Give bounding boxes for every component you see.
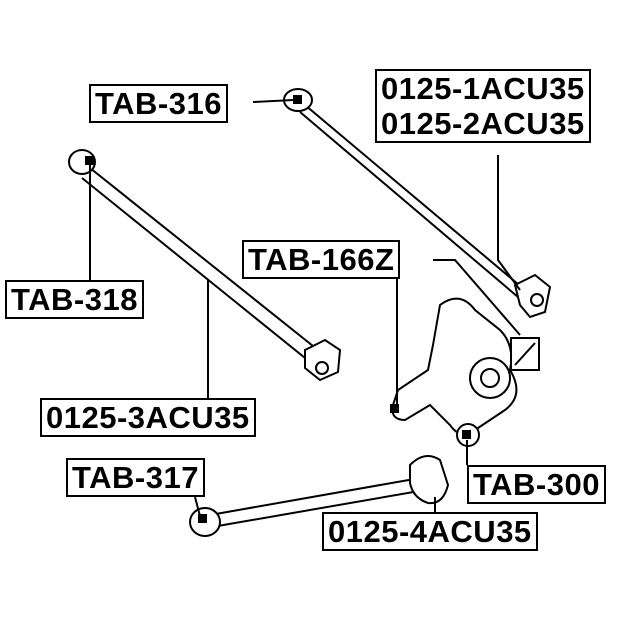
part-label-0125-1acu35: 0125-1ACU35 <box>381 71 585 106</box>
part-label-tab-300: TAB-300 <box>467 465 606 504</box>
part-label-0125-acu35-group: 0125-1ACU35 0125-2ACU35 <box>375 69 591 143</box>
part-label-tab-316: TAB-316 <box>89 84 228 123</box>
part-label-tab-318: TAB-318 <box>5 280 144 319</box>
lateral-control-arm <box>68 149 342 382</box>
part-label-0125-2acu35: 0125-2ACU35 <box>381 106 585 141</box>
part-label-tab-317: TAB-317 <box>66 458 205 497</box>
part-label-0125-4acu35: 0125-4ACU35 <box>322 512 538 551</box>
part-label-tab-166z: TAB-166Z <box>242 240 401 279</box>
part-label-0125-3acu35: 0125-3ACU35 <box>40 398 256 437</box>
steering-knuckle <box>391 297 540 447</box>
leader-lines <box>89 99 521 517</box>
lower-control-arm <box>189 455 450 537</box>
